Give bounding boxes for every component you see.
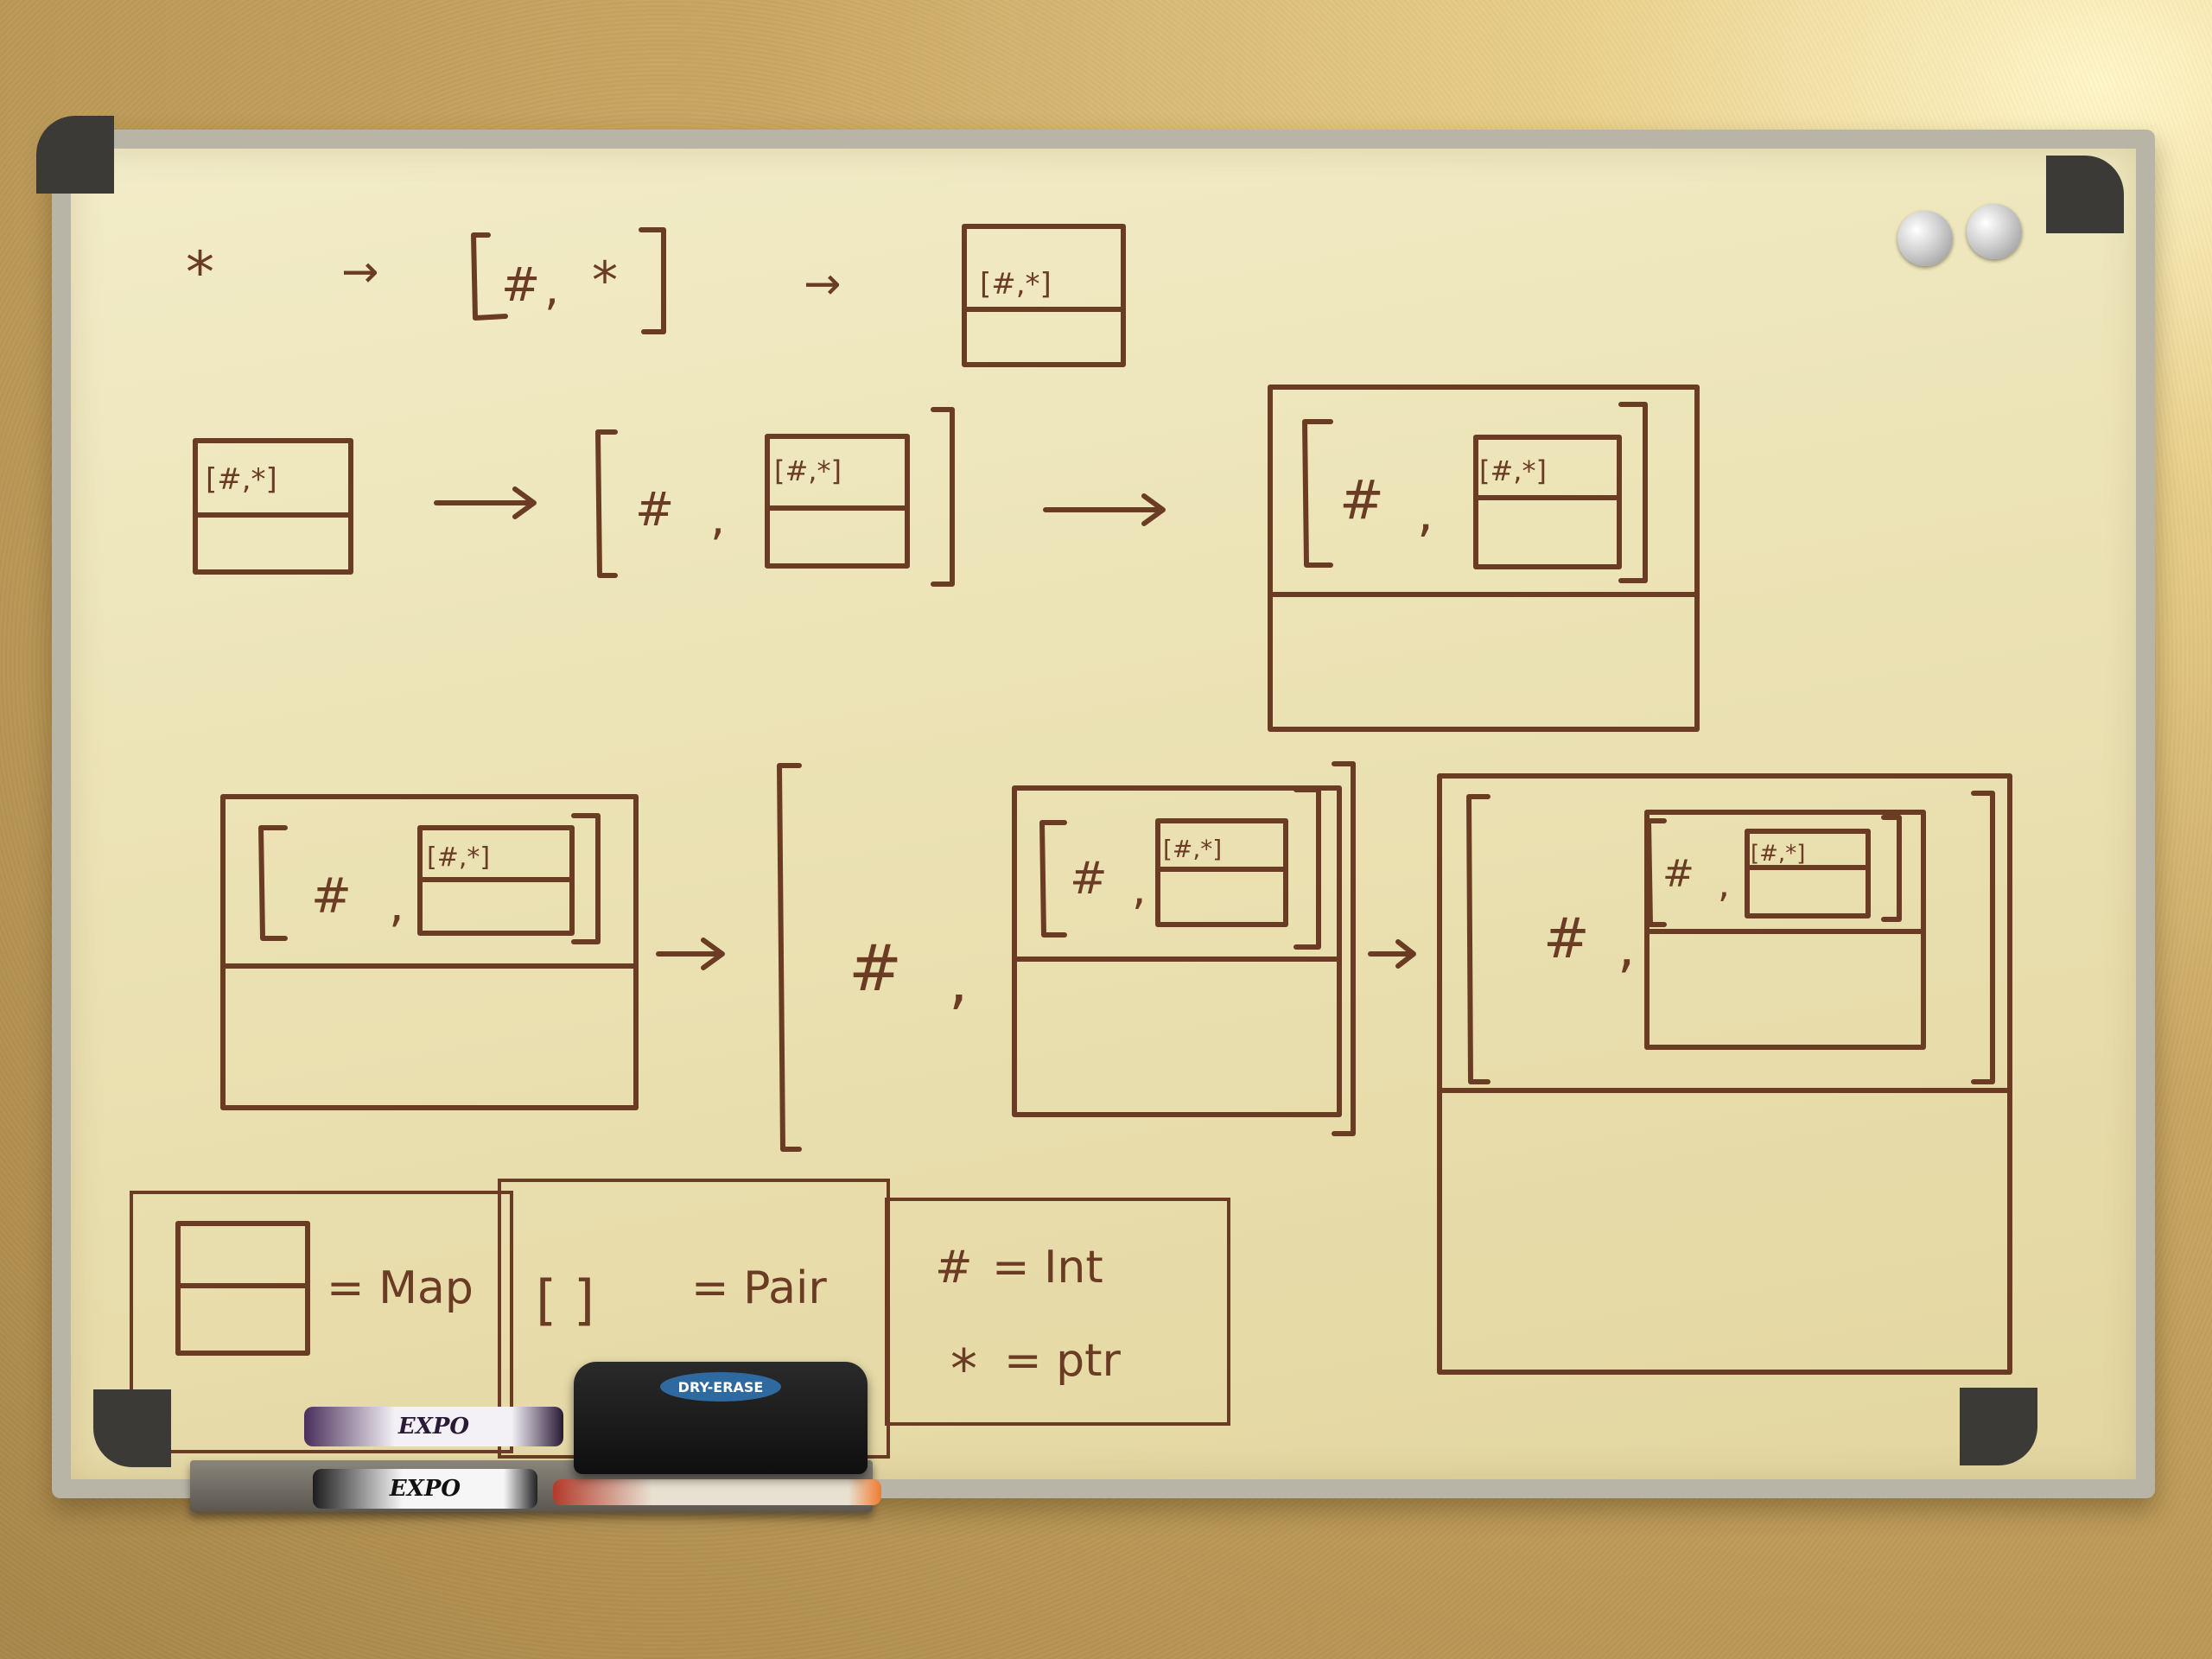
marker-brand-label: EXPO — [397, 1414, 470, 1440]
int-symbol: # — [1339, 468, 1384, 531]
int-symbol: # — [311, 868, 352, 925]
int-symbol: # — [1543, 907, 1590, 971]
magnet — [1967, 204, 2022, 259]
marker-red[interactable] — [553, 1479, 881, 1505]
arrow: → — [804, 258, 842, 310]
whiteboard-eraser[interactable]: DRY-ERASE — [574, 1362, 868, 1474]
pair-bracket-left — [595, 429, 618, 578]
inner-pair: [#,*] — [1163, 835, 1222, 863]
int-symbol: # — [1662, 852, 1694, 896]
board-corner-bottom-left — [93, 1389, 171, 1467]
legend-panel-map — [130, 1191, 513, 1453]
eraser-badge: DRY-ERASE — [660, 1372, 781, 1402]
int-symbol: # — [501, 257, 540, 312]
marker-purple[interactable]: EXPO — [304, 1407, 563, 1446]
pair-bracket-left — [471, 232, 508, 321]
legend-map-label: = Map — [327, 1262, 474, 1314]
pair-bracket-left — [1039, 820, 1067, 938]
pair-bracket-right — [931, 407, 955, 587]
map-box — [220, 794, 639, 1110]
pair-bracket-right — [1971, 791, 1995, 1084]
pair-bracket-left — [777, 763, 802, 1152]
map-box — [1745, 829, 1871, 918]
legend-ptr-label: = ptr — [1004, 1335, 1121, 1387]
inner-pair: [#,*] — [427, 842, 490, 873]
comma: , — [949, 946, 968, 1017]
comma: , — [1132, 863, 1147, 915]
pair-bracket-right — [1618, 402, 1648, 583]
ptr-symbol: * — [592, 251, 618, 311]
legend-panel-int-ptr — [885, 1198, 1230, 1426]
inner-pair: [#,*] — [1751, 841, 1805, 867]
map-box — [962, 224, 1126, 367]
arrow: → — [341, 246, 379, 298]
pair-bracket-left — [1466, 794, 1491, 1084]
map-box — [193, 438, 353, 575]
inner-pair: [#,*] — [980, 267, 1052, 302]
map-box — [1437, 773, 2012, 1375]
legend-pair-label: = Pair — [691, 1262, 827, 1314]
comma: , — [1417, 483, 1433, 543]
inner-pair: [#,*] — [774, 454, 842, 487]
board-corner-bottom-right — [1960, 1388, 2037, 1465]
magnet — [1897, 211, 1953, 266]
legend-ptr-symbol: * — [950, 1338, 977, 1401]
map-box — [1012, 785, 1342, 1117]
pair-bracket-right — [1881, 815, 1902, 922]
comma: , — [1718, 862, 1730, 906]
pair-bracket-right — [571, 813, 601, 944]
legend-int-symbol: # — [935, 1242, 973, 1294]
marker-black[interactable]: EXPO — [313, 1469, 537, 1509]
legend-int-label: = Int — [992, 1242, 1103, 1294]
comma: , — [710, 491, 725, 545]
legend-pair-symbol: [ ] — [536, 1268, 594, 1332]
arrow-head — [1141, 493, 1166, 526]
int-symbol: # — [849, 931, 902, 1006]
pair-bracket-right — [639, 227, 666, 334]
arrow-head — [701, 938, 725, 970]
map-box — [765, 434, 910, 569]
comma: , — [1618, 916, 1635, 980]
arrow-head — [512, 486, 537, 519]
comma: , — [389, 877, 404, 933]
board-corner-top-right — [2046, 156, 2124, 233]
pair-bracket-left — [1646, 818, 1667, 927]
map-box — [1473, 435, 1622, 569]
board-corner-top-left — [36, 116, 114, 194]
arrow-head — [1395, 939, 1416, 969]
comma: , — [544, 261, 559, 315]
map-box — [1155, 818, 1288, 927]
int-symbol: # — [635, 482, 674, 537]
pair-bracket-right — [1332, 761, 1356, 1136]
inner-pair: [#,*] — [1479, 454, 1547, 487]
inner-pair: [#,*] — [206, 462, 277, 497]
marker-brand-label: EXPO — [389, 1476, 461, 1502]
pair-bracket-left — [1302, 419, 1333, 568]
int-symbol: # — [1070, 853, 1108, 905]
pair-bracket-left — [258, 825, 288, 941]
ptr-symbol: * — [186, 239, 214, 306]
map-box — [1268, 385, 1700, 732]
pair-bracket-right — [1294, 787, 1321, 950]
